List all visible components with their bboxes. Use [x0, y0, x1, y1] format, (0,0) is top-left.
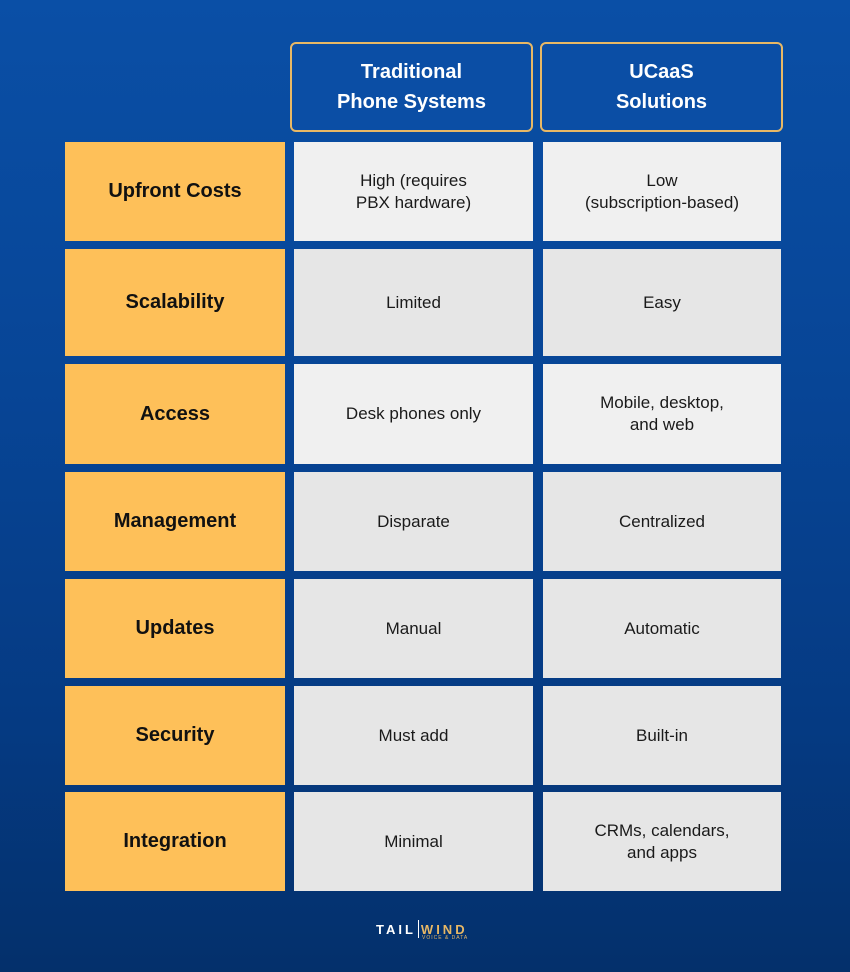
traditional-cell: Disparate	[294, 472, 533, 571]
row-label: Integration	[65, 792, 285, 891]
logo-divider	[417, 920, 419, 938]
ucaas-cell: CRMs, calendars, and apps	[543, 792, 781, 891]
row-label: Updates	[65, 579, 285, 678]
logo-part2: WIND	[420, 921, 468, 937]
ucaas-cell: Mobile, desktop, and web	[543, 364, 781, 464]
row-label: Access	[65, 364, 285, 464]
ucaas-cell: Low (subscription-based)	[543, 142, 781, 241]
ucaas-cell: Built-in	[543, 686, 781, 785]
header-ucaas: UCaaS Solutions	[540, 42, 783, 132]
traditional-cell: Limited	[294, 249, 533, 356]
header-traditional: Traditional Phone Systems	[290, 42, 533, 132]
ucaas-cell: Easy	[543, 249, 781, 356]
ucaas-cell: Automatic	[543, 579, 781, 678]
row-label: Scalability	[65, 249, 285, 356]
tailwind-logo: TAIL WIND VOICE & DATA	[376, 920, 476, 941]
row-label: Management	[65, 472, 285, 571]
traditional-cell: High (requires PBX hardware)	[294, 142, 533, 241]
ucaas-cell: Centralized	[543, 472, 781, 571]
traditional-cell: Desk phones only	[294, 364, 533, 464]
traditional-cell: Must add	[294, 686, 533, 785]
logo-part1: TAIL	[376, 921, 416, 937]
logo-tagline: VOICE & DATA	[422, 935, 469, 941]
traditional-cell: Manual	[294, 579, 533, 678]
row-label: Upfront Costs	[65, 142, 285, 241]
row-label: Security	[65, 686, 285, 785]
traditional-cell: Minimal	[294, 792, 533, 891]
